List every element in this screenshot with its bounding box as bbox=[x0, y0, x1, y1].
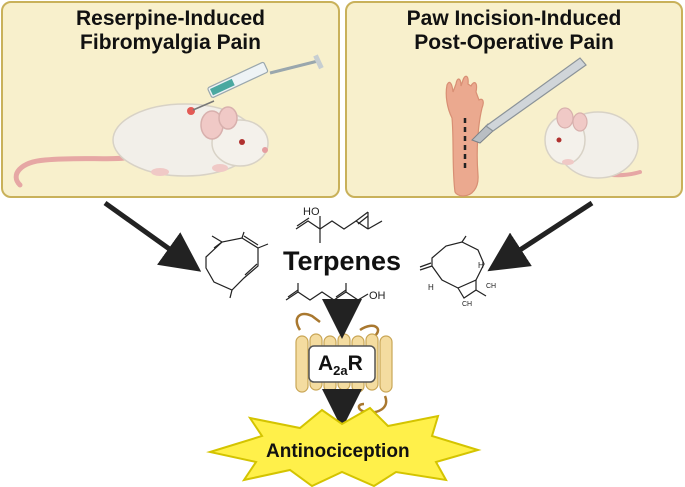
postoperative-title: Paw Incision-Induced Post-Operative Pain bbox=[347, 7, 681, 55]
humulene-structure bbox=[205, 231, 269, 299]
syringe-icon bbox=[192, 54, 324, 111]
fibromyalgia-title-line2: Fibromyalgia Pain bbox=[80, 31, 261, 54]
postoperative-panel: Paw Incision-Induced Post-Operative Pain bbox=[345, 1, 683, 198]
fibromyalgia-title-line1: Reserpine-Induced bbox=[75, 7, 266, 30]
receptor-label-tail: R bbox=[347, 352, 363, 375]
caryophyllene-methyl-1: CH bbox=[486, 283, 496, 290]
paw-icon bbox=[445, 75, 484, 197]
caryophyllene-h2: H bbox=[478, 261, 484, 270]
receptor-label-main: A bbox=[318, 352, 334, 375]
linalool-structure bbox=[295, 211, 383, 243]
right-arrow bbox=[487, 200, 594, 272]
receptor-label: A2aR bbox=[318, 352, 363, 378]
postoperative-title-line2: Post-Operative Pain bbox=[414, 31, 614, 54]
geraniol-structure bbox=[285, 283, 369, 301]
receptor-label-subscript: 2a bbox=[333, 363, 348, 379]
mouse-icon bbox=[13, 103, 269, 188]
scalpel-icon bbox=[471, 57, 587, 144]
caryophyllene-h1: H bbox=[428, 283, 434, 292]
linalool-hydroxyl: HO bbox=[303, 206, 320, 218]
geraniol-hydroxyl: OH bbox=[369, 290, 386, 302]
antinociception-label: Antinociception bbox=[266, 441, 410, 462]
left-arrow bbox=[103, 200, 202, 272]
caryophyllene-methyl-2: CH bbox=[462, 301, 472, 308]
caryophyllene-structure bbox=[419, 235, 487, 299]
fibromyalgia-title: Reserpine-Induced Fibromyalgia Pain bbox=[3, 7, 338, 55]
terpenes-label: Terpenes bbox=[283, 246, 402, 276]
postoperative-title-line1: Paw Incision-Induced bbox=[406, 7, 622, 30]
antinociception-burst bbox=[206, 406, 482, 487]
mouse-icon bbox=[544, 107, 642, 179]
